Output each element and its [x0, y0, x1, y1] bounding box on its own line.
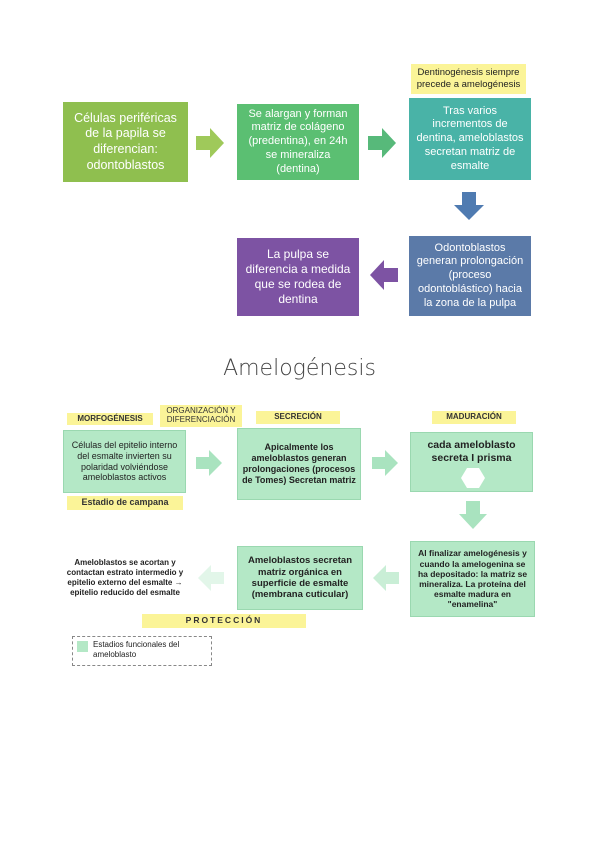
arrow-left-icon: [198, 565, 224, 591]
label-estadio-campana: Estadio de campana: [67, 496, 183, 510]
label-maduracion: MADURACIÓN: [432, 411, 516, 424]
step-matriz-esmalte: Tras varios incrementos de dentina, amel…: [409, 98, 531, 180]
label-secrecion: SECRECIÓN: [256, 411, 340, 424]
dentinogenesis-note: Dentinogénesis siempre precede a amelogé…: [411, 64, 526, 94]
label-organizacion: ORGANIZACIÓN Y DIFERENCIACIÓN: [160, 405, 242, 427]
arrow-right-icon: [368, 128, 396, 158]
legend: Estadios funcionales del ameloblasto: [72, 636, 212, 666]
arrow-right-icon: [196, 128, 224, 158]
legend-swatch: [77, 641, 88, 652]
step-predentina: Se alargan y forman matriz de colágeno (…: [237, 104, 359, 180]
section-title: Amelogénesis: [223, 356, 376, 381]
step-proceso-odontoblastico: Odontoblastos generan prolongación (proc…: [409, 236, 531, 316]
arrow-down-icon: [454, 192, 484, 220]
arrow-left-icon: [370, 260, 398, 290]
label-morfogenesis: MORFOGÉNESIS: [67, 413, 153, 425]
ameloblast-box-epitelio-reducido: Ameloblastos se acortan y contactan estr…: [66, 558, 184, 597]
ameloblast-box-polaridad: Células del epitelio interno del esmalte…: [63, 430, 186, 493]
step-pulpa: La pulpa se diferencia a medida que se r…: [237, 238, 359, 316]
arrow-right-icon: [372, 450, 398, 476]
prisma-text: cada ameloblasto secreta I prisma: [427, 439, 516, 464]
step-odontoblast-differentiation: Células periféricas de la papila se dife…: [63, 102, 188, 182]
arrow-down-icon: [459, 501, 487, 529]
ameloblast-box-tomes: Apicalmente los ameloblastos generan pro…: [237, 428, 361, 500]
ameloblast-box-cuticular: Ameloblastos secretan matriz orgánica en…: [237, 546, 363, 610]
hexagon-icon: [461, 468, 485, 488]
arrow-right-icon: [196, 450, 222, 476]
arrow-left-icon: [373, 565, 399, 591]
legend-text: Estadios funcionales del ameloblasto: [93, 640, 180, 659]
ameloblast-box-maduracion: Al finalizar amelogénesis y cuando la am…: [410, 541, 535, 617]
label-proteccion: PROTECCIÓN: [142, 614, 306, 628]
